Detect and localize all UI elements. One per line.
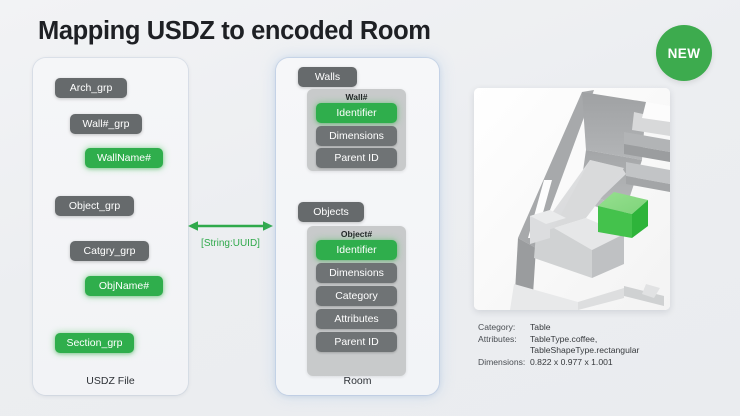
room-field-wall-parent-id[interactable]: Parent ID [316,148,397,168]
room-field-object-parent-id[interactable]: Parent ID [316,332,397,352]
metadata-value-dimensions-line1: 0.822 x 0.977 x 1.001 [530,356,613,367]
metadata-value-attributes: TableType.coffee, TableShapeType.rectang… [530,334,693,357]
room-header-walls[interactable]: Walls [298,67,357,87]
new-badge: NEW [656,25,712,81]
metadata-row-attributes: Attributes: TableType.coffee, TableShape… [478,334,693,357]
metadata-row-category: Category: Table [478,322,693,334]
room-panel-caption: Room [343,375,372,387]
metadata-key-dimensions: Dimensions: [478,356,526,367]
page-title: Mapping USDZ to encoded Room [38,17,431,45]
room-scan-render [474,88,670,310]
room-group-object: Object# Identifier Dimensions Category A… [307,226,406,376]
usdz-panel-caption: USDZ File [86,375,135,387]
metadata-value-attributes-line1: TableType.coffee, [530,333,598,344]
metadata-value-category: Table [530,322,693,334]
room-group-object-label: Object# [340,229,373,239]
room-group-wall-label: Wall# [345,92,368,102]
room-field-object-attributes[interactable]: Attributes [316,309,397,329]
usdz-node-catgry-grp[interactable]: Catgry_grp [70,241,149,261]
room-field-wall-dimensions[interactable]: Dimensions [316,126,397,146]
render-metadata: Category: Table Attributes: TableType.co… [478,322,693,368]
usdz-node-wallname[interactable]: WallName# [85,148,163,168]
metadata-key-category: Category: [478,322,516,332]
room-field-object-identifier[interactable]: Identifier [316,240,397,260]
room-field-object-dimensions[interactable]: Dimensions [316,263,397,283]
usdz-node-wall-grp[interactable]: Wall#_grp [70,114,142,134]
mapping-arrow-label: [String:UUID] [201,238,260,249]
metadata-value-dimensions: 0.822 x 0.977 x 1.001 [530,357,693,369]
room-group-wall: Wall# Identifier Dimensions Parent ID [307,89,406,171]
usdz-node-section-grp[interactable]: Section_grp [55,333,134,353]
new-badge-label: NEW [667,45,701,61]
mapping-arrow-icon [188,219,273,233]
room-header-objects[interactable]: Objects [298,202,364,222]
room-panel: Walls Wall# Identifier Dimensions Parent… [276,58,439,395]
metadata-key-attributes: Attributes: [478,333,517,344]
usdz-file-panel: Arch_grp Wall#_grp WallName# Object_grp … [33,58,188,395]
room-field-wall-identifier[interactable]: Identifier [316,103,397,123]
metadata-row-dimensions: Dimensions: 0.822 x 0.977 x 1.001 [478,357,693,369]
metadata-value-category-line1: Table [530,322,551,332]
usdz-node-arch-grp[interactable]: Arch_grp [55,78,127,98]
usdz-node-objname[interactable]: ObjName# [85,276,163,296]
usdz-node-object-grp[interactable]: Object_grp [55,196,134,216]
metadata-value-attributes-line2: TableShapeType.rectangular [530,345,640,356]
room-field-object-category[interactable]: Category [316,286,397,306]
